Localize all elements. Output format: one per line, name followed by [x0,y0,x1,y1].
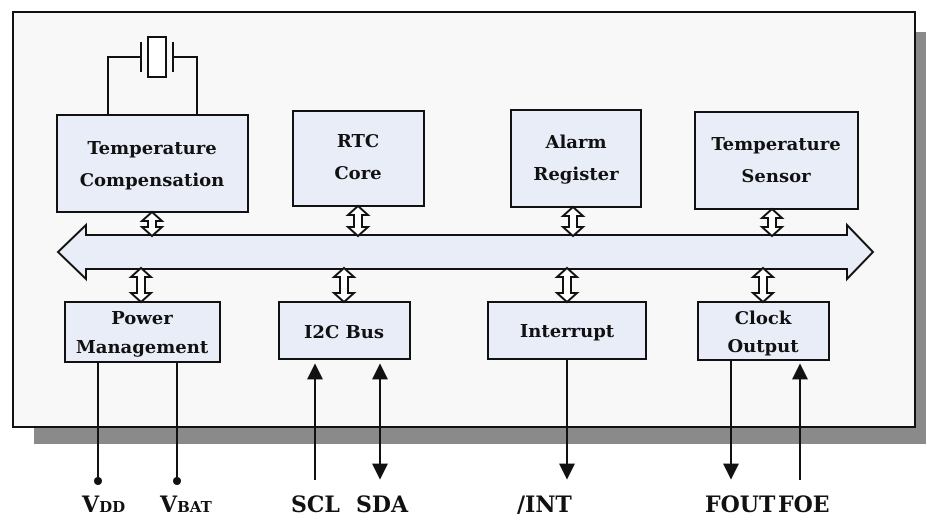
connector-alarm-register [560,205,586,238]
pin-label-int: /INT [517,492,572,518]
vdd-dot [94,477,102,485]
connector-temperature-compensation [139,210,165,238]
temperature-compensation-label-1: Temperature [87,138,216,159]
temperature-sensor-label-1: Temperature [711,134,840,155]
connector-temperature-sensor [759,207,785,238]
block-interrupt: Interrupt [487,301,647,360]
connector-power-management [128,266,154,304]
connector-rtc-core [345,204,371,238]
block-alarm-register: Alarm Register [510,109,642,208]
pin-label-fout: FOUT [705,492,776,518]
vbat-dot [173,477,181,485]
block-i2c-bus: I2C Bus [278,301,411,360]
pin-label-scl: SCL [291,492,340,518]
i2c-bus-label: I2C Bus [304,322,384,343]
clock-output-label-2: Output [727,336,799,357]
pin-label-foe: FOE [778,492,830,518]
rtc-core-label-1: RTC [337,131,379,152]
block-temperature-sensor: Temperature Sensor [694,111,859,210]
interrupt-label: Interrupt [520,321,615,342]
alarm-register-label-1: Alarm [545,132,607,153]
pin-label-sda: SDA [356,492,409,518]
block-rtc-core: RTC Core [292,110,425,207]
block-temperature-compensation: Temperature Compensation [56,114,249,213]
power-management-label-2: Management [76,337,209,358]
temperature-compensation-label-2: Compensation [80,170,225,191]
rtc-core-label-2: Core [334,163,381,184]
block-clock-output: Clock Output [697,301,830,361]
power-management-label-1: Power [111,308,173,329]
bus-connectors [128,204,785,304]
connector-i2c-bus [331,266,357,304]
pin-label-vdd: VDD [81,492,125,518]
crystal-icon [107,36,198,115]
block-power-management: Power Management [64,301,221,363]
pin-label-vbat: VBAT [159,492,213,518]
pin-lines [97,359,808,480]
connector-interrupt [554,266,580,304]
clock-output-label-1: Clock [735,308,792,329]
connector-clock-output [750,266,776,304]
internal-bus [56,222,875,282]
alarm-register-label-2: Register [533,164,619,185]
temperature-sensor-label-2: Sensor [741,166,811,187]
